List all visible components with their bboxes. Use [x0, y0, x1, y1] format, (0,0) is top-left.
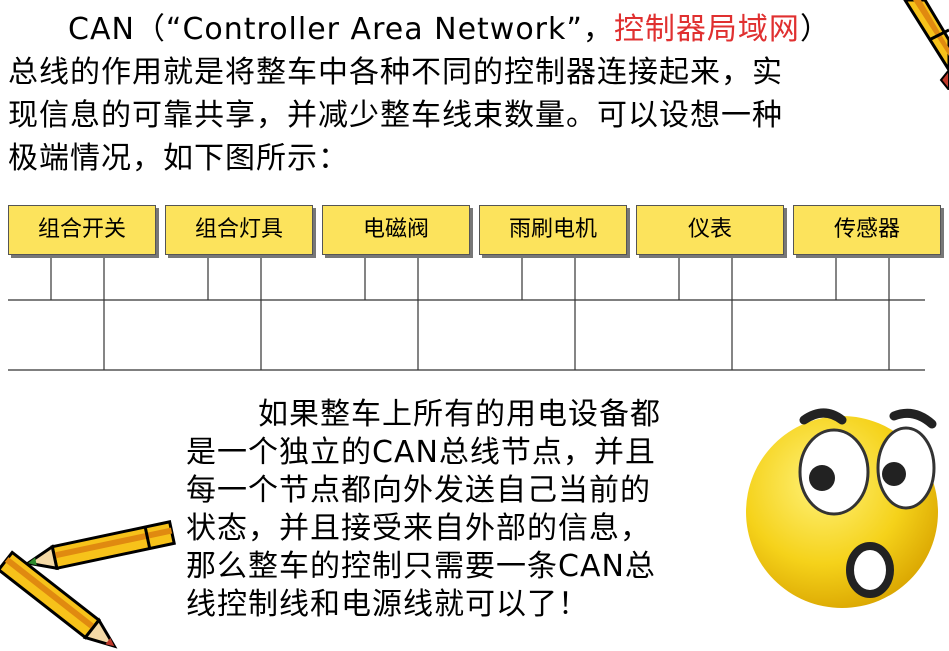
pencil-icon [903, 0, 949, 90]
explanation-paragraph: 如果整车上所有的用电设备都 是一个独立的CAN总线节点，并且 每一个节点都向外发… [186, 396, 726, 624]
controller-boxes: 组合开关 组合灯具 电磁阀 雨刷电机 仪表 传感器 [8, 205, 943, 257]
paragraph-line: 每一个节点都向外发送自己当前的 [186, 473, 651, 508]
controller-box-3: 电磁阀 [322, 205, 470, 255]
controller-box-6: 传感器 [793, 205, 941, 255]
controller-box-5: 仪表 [636, 205, 784, 255]
paragraph-line: 如果整车上所有的用电设备都 [258, 397, 661, 432]
intro-paren: ） [799, 12, 831, 47]
paragraph-line: 那么整车的控制只需要一条CAN总 [186, 549, 656, 584]
paragraph-line: 线控制线和电源线就可以了！ [186, 587, 589, 622]
controller-box-2: 组合灯具 [165, 205, 313, 255]
pencil-icon [0, 520, 176, 649]
intro-line-4: 极端情况，如下图所示： [8, 141, 349, 176]
paragraph-line: 是一个独立的CAN总线节点，并且 [186, 435, 656, 470]
intro-text: CAN（“Controller Area Network”，控制器局域网） 总线… [8, 8, 913, 180]
controller-box-4: 雨刷电机 [479, 205, 627, 255]
intro-line-2: 总线的作用就是将整车中各种不同的控制器连接起来，实 [8, 55, 783, 90]
intro-chinese-name: 控制器局域网 [613, 12, 800, 47]
intro-can-term: CAN（“Controller Area Network”， [68, 12, 614, 47]
intro-line-3: 现信息的可靠共享，并减少整车线束数量。可以设想一种 [8, 98, 783, 133]
controller-box-1: 组合开关 [8, 205, 156, 255]
paragraph-line: 状态，并且接受来自外部的信息， [186, 511, 651, 546]
intro-line-1: CAN（“Controller Area Network”，控制器局域网） [8, 8, 913, 51]
surprised-emoji-icon [746, 408, 938, 608]
